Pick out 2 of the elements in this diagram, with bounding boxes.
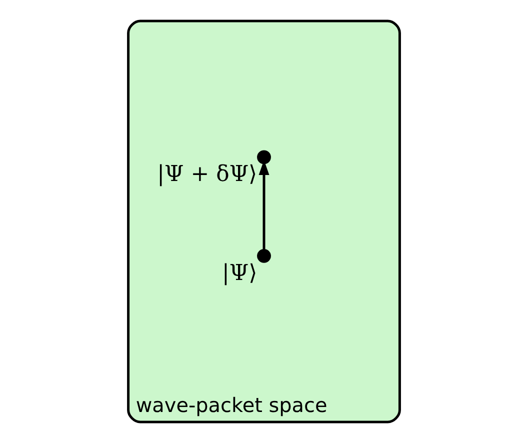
node-label: |Ψ⟩ — [221, 260, 257, 286]
node-label: |Ψ + δΨ⟩ — [156, 162, 257, 187]
